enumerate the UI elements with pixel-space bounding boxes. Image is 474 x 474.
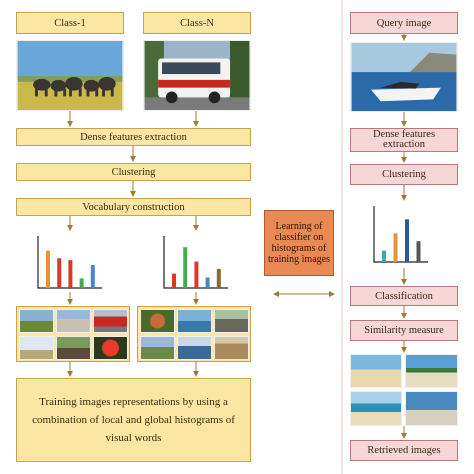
histogram-bar xyxy=(405,219,409,262)
histogram-axes xyxy=(373,206,428,263)
learning-classifier-label: Learning of classifier on histograms of … xyxy=(268,221,330,265)
training-thumb-dinosaur xyxy=(19,336,54,360)
training-thumb-horse xyxy=(19,309,54,333)
clustering-box-left: Clustering xyxy=(16,163,251,181)
clustering-label-left: Clustering xyxy=(111,166,156,178)
training-thumb-mountain xyxy=(177,336,212,360)
histogram-bar xyxy=(382,250,386,262)
training-thumb-elephant xyxy=(56,336,91,360)
histogram-class-1 xyxy=(37,236,102,289)
dense-features-box-right: Dense features extraction xyxy=(350,128,458,152)
training-thumb-elephant-2 xyxy=(214,309,249,333)
histogram-bar xyxy=(416,241,421,262)
histogram-bar xyxy=(57,258,62,288)
training-thumb-building xyxy=(56,309,91,333)
training-thumb-landscape xyxy=(140,336,175,360)
vocabulary-construction-label: Vocabulary construction xyxy=(82,201,185,213)
training-thumb-monument xyxy=(214,336,249,360)
training-thumb-food xyxy=(140,309,175,333)
histogram-bar xyxy=(68,260,73,288)
dense-features-label-left: Dense features extraction xyxy=(80,131,187,143)
class-1-box: Class-1 xyxy=(16,12,124,34)
retrieved-image-3 xyxy=(350,391,402,426)
dense-features-box-left: Dense features extraction xyxy=(16,128,251,146)
retrieved-image-2 xyxy=(405,354,458,388)
histogram-bar xyxy=(393,233,398,262)
elephants-image xyxy=(16,40,124,111)
similarity-measure-box: Similarity measure xyxy=(350,320,458,341)
retrieved-image-1 xyxy=(350,354,402,388)
histogram-bar xyxy=(205,277,210,288)
query-image-label: Query image xyxy=(376,17,432,29)
histogram-class-n xyxy=(163,236,228,289)
histogram-bar xyxy=(183,247,188,288)
training-representation-box: Training images representations by using… xyxy=(16,378,251,462)
query-boat-image xyxy=(350,42,458,112)
retrieved-images-box: Retrieved images xyxy=(350,440,458,461)
histogram-bar xyxy=(46,250,50,288)
histogram-bar xyxy=(172,273,176,288)
histogram-bar xyxy=(79,278,84,288)
clustering-label-right: Clustering xyxy=(382,169,426,180)
class-1-label: Class-1 xyxy=(54,17,86,29)
classification-label: Classification xyxy=(375,290,433,302)
histogram-bar xyxy=(90,264,95,288)
histogram-bar xyxy=(216,268,221,288)
retrieved-images-label: Retrieved images xyxy=(367,445,441,456)
clustering-box-right: Clustering xyxy=(350,164,458,185)
histogram-query xyxy=(373,206,428,263)
retrieved-image-4 xyxy=(405,391,458,426)
query-image-box: Query image xyxy=(350,12,458,34)
training-thumb-beach xyxy=(177,309,212,333)
class-n-label: Class-N xyxy=(180,17,214,29)
similarity-measure-label: Similarity measure xyxy=(364,325,444,336)
training-thumb-flower xyxy=(93,336,128,360)
training-thumb-bus xyxy=(93,309,128,333)
histogram-bar xyxy=(194,261,199,288)
classification-box: Classification xyxy=(350,286,458,306)
class-n-box: Class-N xyxy=(143,12,251,34)
bus-image xyxy=(143,40,251,111)
vocabulary-construction-box: Vocabulary construction xyxy=(16,198,251,216)
learning-classifier-box: Learning of classifier on histograms of … xyxy=(264,210,334,276)
dense-features-label-right: Dense features extraction xyxy=(372,129,436,150)
training-representation-text: Training images representations by using… xyxy=(32,396,235,444)
